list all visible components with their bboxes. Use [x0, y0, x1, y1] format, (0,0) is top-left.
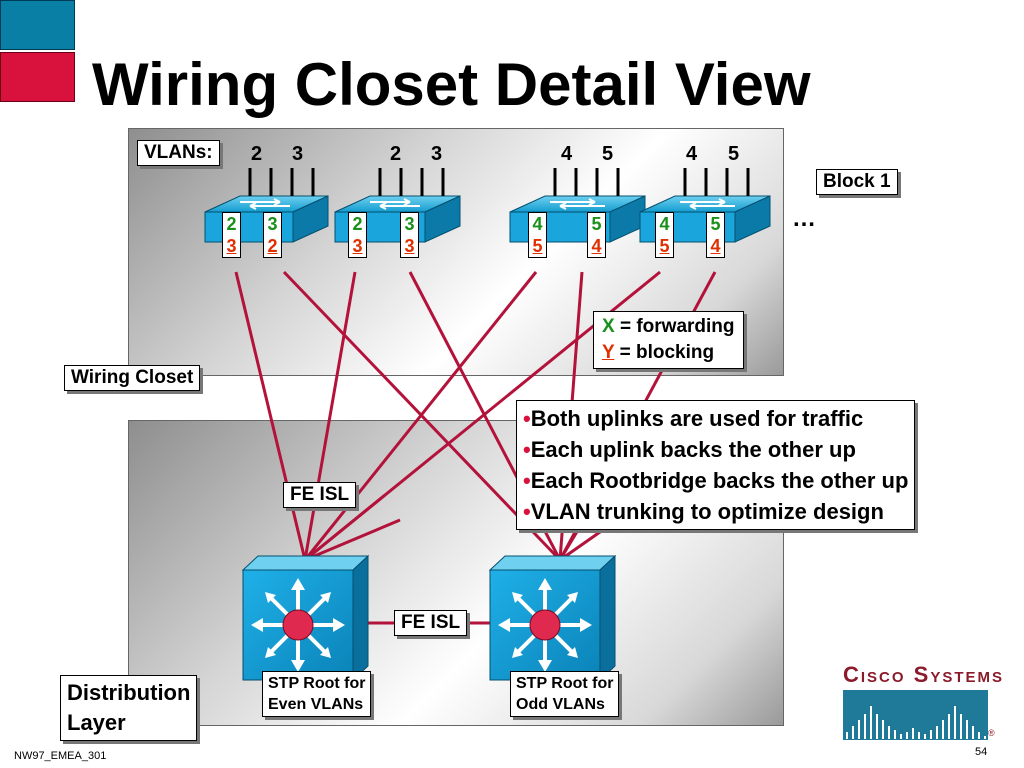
access-switch-3	[509, 195, 646, 243]
switch-1-vlan-a: 2	[251, 143, 263, 165]
key-points-box: •Both uplinks are used for traffic •Each…	[516, 400, 916, 530]
blocking-vlan: 4	[591, 236, 602, 256]
blocking-vlan: 3	[404, 236, 415, 256]
host-drops	[248, 168, 750, 196]
port-status: 4 5	[655, 212, 674, 258]
port-status: 5 4	[587, 212, 606, 258]
legend-y: Y	[602, 342, 615, 363]
stp-even-line2: Even VLANs	[268, 696, 364, 713]
forwarding-vlan: 4	[659, 214, 670, 234]
core-switch-even	[241, 554, 370, 682]
forwarding-vlan: 4	[532, 214, 543, 234]
stp-root-even-label: STP Root for Even VLANs	[262, 671, 372, 717]
blocking-vlan: 4	[710, 236, 721, 256]
port-status: 4 5	[528, 212, 547, 258]
vlans-label: VLANs:	[137, 140, 220, 166]
fe-isl-label-upper: FE ISL	[283, 482, 357, 508]
forwarding-vlan: 2	[352, 214, 363, 234]
port-status: 5 4	[706, 212, 725, 258]
stp-odd-line2: Odd VLANs	[516, 696, 605, 713]
distribution-layer-label: Distribution Layer	[60, 675, 198, 741]
distribution-line1: Distribution	[67, 680, 191, 705]
port-state-legend: X = forwarding Y = blocking	[593, 311, 744, 369]
bullet-item: •Each uplink backs the other up	[523, 437, 856, 462]
forwarding-vlan: 3	[404, 214, 415, 234]
stp-root-odd-label: STP Root for Odd VLANs	[510, 671, 620, 717]
blocking-vlan: 5	[659, 236, 670, 256]
switch-2-vlan-a: 2	[390, 143, 402, 165]
switch-4-vlan-a: 4	[686, 143, 698, 165]
title-square-blue	[0, 0, 75, 50]
page-title: Wiring Closet Detail View	[92, 51, 811, 118]
title-square-red	[0, 52, 75, 102]
footer-code: NW97_EMEA_301	[14, 750, 107, 762]
blocking-vlan: 3	[226, 236, 237, 256]
blocking-vlan: 2	[267, 236, 278, 256]
wiring-closet-label: Wiring Closet	[64, 365, 201, 391]
legend-blocking: Y = blocking	[602, 340, 735, 366]
port-status: 3 2	[263, 212, 282, 258]
switch-3-vlan-a: 4	[561, 143, 573, 165]
fe-isl-label-lower: FE ISL	[394, 610, 468, 636]
switch-4-vlan-b: 5	[728, 143, 740, 165]
more-switches-ellipsis: …	[792, 205, 816, 232]
forwarding-vlan: 2	[226, 214, 237, 234]
port-status: 2 3	[222, 212, 241, 258]
forwarding-vlan: 5	[710, 214, 721, 234]
registered-mark: ®	[988, 728, 995, 738]
forwarding-vlan: 5	[591, 214, 602, 234]
legend-x-text: = forwarding	[614, 316, 735, 337]
page-number: 54	[975, 746, 988, 758]
stp-odd-line1: STP Root for	[516, 675, 614, 692]
blocking-vlan: 3	[352, 236, 363, 256]
distribution-line2: Layer	[67, 710, 126, 735]
blocking-vlan: 5	[532, 236, 543, 256]
switch-2-vlan-b: 3	[431, 143, 443, 165]
cisco-logo-text: Cisco Systems	[843, 662, 1005, 687]
forwarding-vlan: 3	[267, 214, 278, 234]
port-status: 2 3	[348, 212, 367, 258]
legend-x: X	[602, 316, 615, 337]
legend-y-text: = blocking	[614, 342, 715, 363]
block-label: Block 1	[816, 169, 898, 195]
bullet-item: •Each Rootbridge backs the other up	[523, 468, 909, 493]
cisco-logo-bridge	[843, 690, 988, 740]
stp-even-line1: STP Root for	[268, 675, 366, 692]
bullet-item: •Both uplinks are used for traffic	[523, 406, 864, 431]
bullet-item: •VLAN trunking to optimize design	[523, 499, 884, 524]
port-status: 3 3	[400, 212, 419, 258]
core-switch-odd	[488, 554, 617, 682]
legend-forwarding: X = forwarding	[602, 314, 735, 340]
switch-3-vlan-b: 5	[602, 143, 614, 165]
switch-1-vlan-b: 3	[292, 143, 304, 165]
